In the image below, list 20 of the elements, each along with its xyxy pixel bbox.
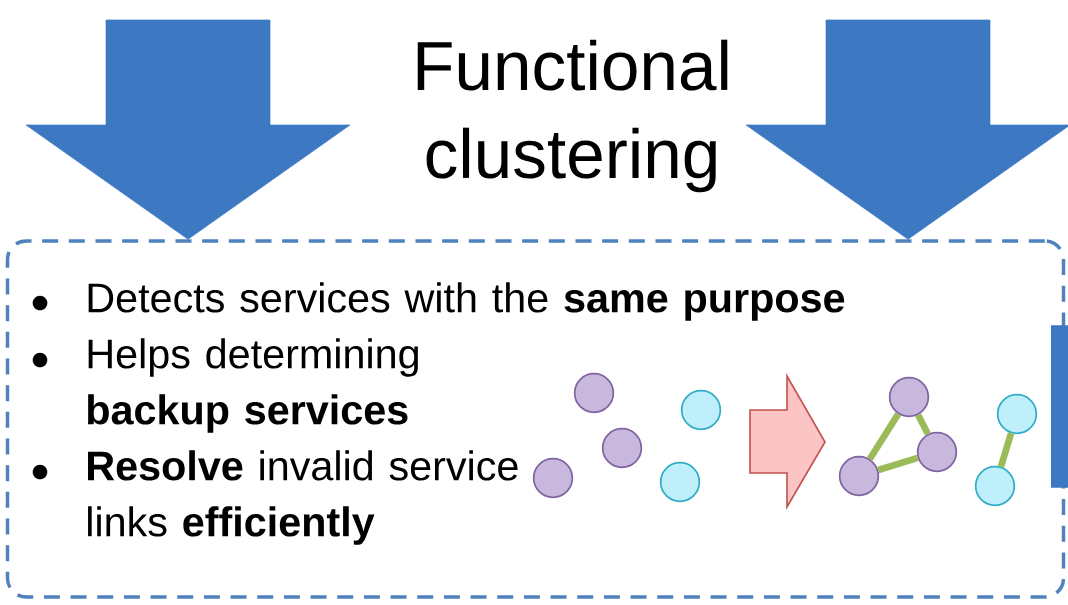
circle-node (888, 376, 930, 418)
title: Functional clustering (417, 39, 728, 193)
circle-node (974, 465, 1016, 507)
bullet-item: Detects services with the same purpose (32, 282, 845, 321)
circle-node (838, 455, 880, 497)
circle-node (996, 393, 1038, 435)
link-line (997, 432, 1015, 468)
link-line (915, 413, 931, 436)
block-arrow (745, 19, 1068, 240)
circle-node (573, 372, 615, 414)
link-line (877, 454, 919, 474)
circle-node (916, 431, 958, 473)
circle-node (532, 457, 574, 499)
circle-node (659, 461, 701, 503)
side-bar (1051, 325, 1068, 488)
circle-node (601, 427, 643, 469)
circle-node (680, 389, 722, 431)
bullet-item: Resolve invalid service links efficiently (32, 450, 518, 545)
link-line (867, 412, 902, 461)
block-arrow (25, 19, 351, 240)
